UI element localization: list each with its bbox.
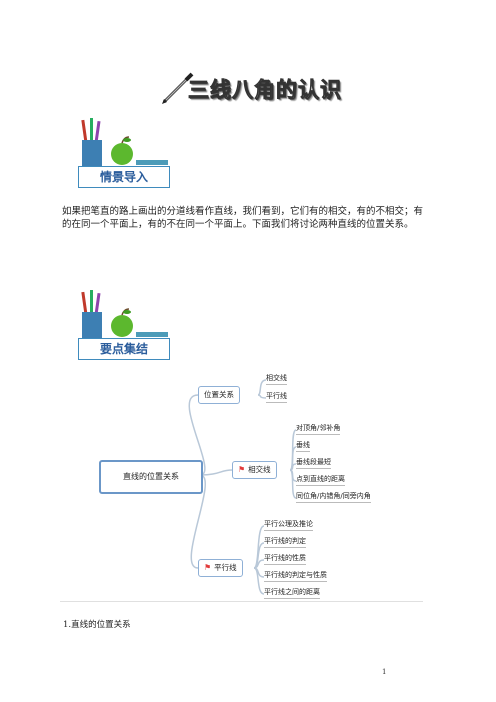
section-label: 情景导入 xyxy=(78,166,170,188)
paragraph-line: 如果把笔直的路上画出的分道线看作直线，我们看到，它们有的相交，有的不相交；有 xyxy=(62,206,424,217)
mindmap-leaf: 平行线的判定与性质 xyxy=(264,570,327,582)
mindmap-leaf: 平行公理及推论 xyxy=(264,519,313,531)
mindmap: 直线的位置关系 位置关系 ⚑相交线 ⚑平行线 相交线 平行线 对顶角/邻补角 垂… xyxy=(80,370,425,600)
mindmap-leaf: 同位角/内错角/同旁内角 xyxy=(296,491,371,503)
page-number: 1 xyxy=(382,668,387,676)
title-block: 三线八角的认识 xyxy=(160,68,360,108)
section-header-intro: 情景导入 xyxy=(78,112,170,188)
mindmap-leaf: 平行线之间的距离 xyxy=(264,587,320,599)
mindmap-leaf: 垂线 xyxy=(296,440,310,452)
mindmap-leaf: 对顶角/邻补角 xyxy=(296,423,341,435)
section-heading: 1.直线的位置关系 xyxy=(63,620,131,630)
branch-label: 平行线 xyxy=(214,563,237,572)
mindmap-leaf: 平行线 xyxy=(266,391,287,403)
red-flag-icon: ⚑ xyxy=(238,465,246,474)
section-header-keypoints: 要点集结 xyxy=(78,284,170,360)
mindmap-leaf: 点到直线的距离 xyxy=(296,474,345,486)
branch-label: 相交线 xyxy=(248,465,271,474)
paragraph-line: 的在同一个平面上，有的不在同一个平面上。下面我们将讨论两种直线的位置关系。 xyxy=(62,219,414,230)
mindmap-branch-parallel: ⚑平行线 xyxy=(198,559,243,577)
page-title: 三线八角的认识 xyxy=(188,78,342,103)
mindmap-root-node: 直线的位置关系 xyxy=(99,460,203,494)
mindmap-branch-position: 位置关系 xyxy=(198,386,240,404)
mindmap-branch-intersecting: ⚑相交线 xyxy=(232,461,277,479)
mindmap-leaf: 平行线的性质 xyxy=(264,553,306,565)
intro-paragraph: 如果把笔直的路上画出的分道线看作直线，我们看到，它们有的相交，有的不相交；有 的… xyxy=(62,205,432,231)
pencil-cup-apple-icon xyxy=(81,290,168,338)
pen-icon xyxy=(162,72,194,104)
section-label: 要点集结 xyxy=(78,338,170,360)
red-flag-icon: ⚑ xyxy=(204,563,212,572)
pencil-cup-apple-icon xyxy=(81,118,168,166)
mindmap-leaf: 垂线段最短 xyxy=(296,457,331,469)
mindmap-connectors xyxy=(188,379,297,595)
mindmap-leaf: 相交线 xyxy=(266,373,287,385)
divider xyxy=(60,601,423,602)
mindmap-leaf: 平行线的判定 xyxy=(264,536,306,548)
